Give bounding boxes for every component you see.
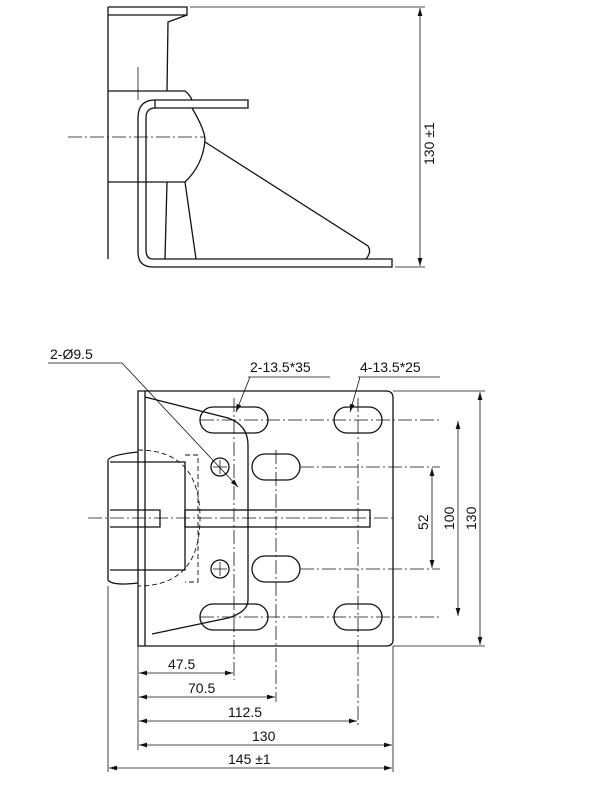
hole (210, 457, 230, 477)
hole (210, 559, 230, 579)
callout-short-slots: 4-13.5*25 (360, 359, 421, 375)
dim-52: 52 (415, 514, 431, 530)
dim-100: 100 (441, 506, 457, 530)
side-view: 130 ±1 (68, 6, 437, 268)
slots (199, 406, 383, 631)
dim-145: 145 ±1 (228, 751, 271, 767)
side-height-dim: 130 ±1 (421, 122, 437, 165)
dim-130-horizontal: 130 (252, 728, 276, 744)
callout-holes: 2-Ø9.5 (50, 346, 93, 362)
plan-view: 52 100 130 47.5 70.5 112.5 130 145 ±1 2-… (48, 346, 485, 772)
dim-47-5: 47.5 (168, 656, 195, 672)
dim-70-5: 70.5 (188, 680, 215, 696)
dim-112-5: 112.5 (228, 704, 262, 720)
callout-long-slots: 2-13.5*35 (250, 359, 311, 375)
dim-130-vertical: 130 (463, 506, 479, 530)
